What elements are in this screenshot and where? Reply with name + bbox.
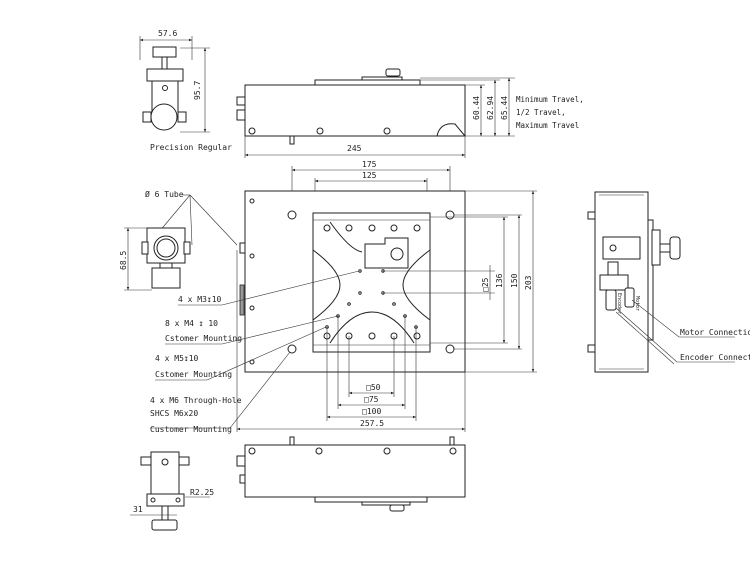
tube-fitting-view: Ø 6 Tube 68.5 xyxy=(119,189,238,291)
side-view-bottom xyxy=(236,436,466,512)
length-dim: 245 xyxy=(347,144,362,153)
regulator-bottom-view: R2.25 31 xyxy=(130,451,214,531)
motor-tag: Motor xyxy=(634,296,640,311)
callout-m4-sub: Cstomer Mounting xyxy=(165,334,242,343)
motor-connection-label: Motor Connection xyxy=(680,328,750,337)
top-view: 175 125 □25 xyxy=(236,160,537,432)
encoder-tag: Encoder xyxy=(616,293,622,314)
height-dim-half: 62.94 xyxy=(486,96,495,120)
knob xyxy=(152,46,177,58)
dim-sq50: □50 xyxy=(366,383,381,392)
stage-plate xyxy=(312,212,431,353)
width-dim-175: 175 xyxy=(362,160,377,169)
travel-label-min: Minimum Travel, xyxy=(516,95,584,104)
dim-203: 203 xyxy=(524,275,533,290)
dim-sq100: □100 xyxy=(362,407,381,416)
regulator-height-dim: 95.7 xyxy=(193,81,202,100)
callout-m5: 4 x M5↧10 xyxy=(155,354,199,363)
encoder-connection-label: Encoder Connection xyxy=(680,353,750,362)
callouts: 4 x M3↧10 8 x M4 ↧ 10 Cstomer Mounting 4… xyxy=(150,270,360,434)
tube-label: Ø 6 Tube xyxy=(145,189,184,199)
side-view-top: 60.44 62.94 65.44 Minimum Travel, 1/2 Tr… xyxy=(236,68,584,158)
height-dim-max: 65.44 xyxy=(500,96,509,120)
callout-m3: 4 x M3↧10 xyxy=(178,295,222,304)
callout-m6-sub2: Customer Mounting xyxy=(150,425,232,434)
tube-height-dim: 68.5 xyxy=(119,251,128,270)
callout-m5-sub: Cstomer Mounting xyxy=(155,370,232,379)
callout-m4: 8 x M4 ↧ 10 xyxy=(165,319,218,328)
travel-label-half: 1/2 Travel, xyxy=(516,108,566,117)
regulator-width-dim: 57.6 xyxy=(158,29,177,38)
width-dim-125: 125 xyxy=(362,171,377,180)
callout-m6-sub1: SHCS M6x20 xyxy=(150,409,198,418)
dim-150: 150 xyxy=(510,273,519,288)
end-view: Encoder Motor Motor Connection Encoder C… xyxy=(587,191,750,373)
travel-label-max: Maximum Travel xyxy=(516,121,579,130)
dim-sq75: □75 xyxy=(364,395,379,404)
callout-m6: 4 x M6 Through-Hole xyxy=(150,396,242,405)
motor-connector xyxy=(624,287,635,308)
height-dim-min: 60.44 xyxy=(472,96,481,120)
radius-dim: R2.25 xyxy=(190,488,214,497)
dim-sq25: □25 xyxy=(481,277,490,292)
encoder-connector xyxy=(605,289,617,311)
dim-136: 136 xyxy=(495,273,504,288)
regulator-top-view: 57.6 95.7 Precision Regular xyxy=(139,29,232,152)
dim-257-5: 257.5 xyxy=(360,419,384,428)
regulator-width-dim-31: 31 xyxy=(133,505,143,514)
regulator-caption: Precision Regular xyxy=(150,143,232,152)
